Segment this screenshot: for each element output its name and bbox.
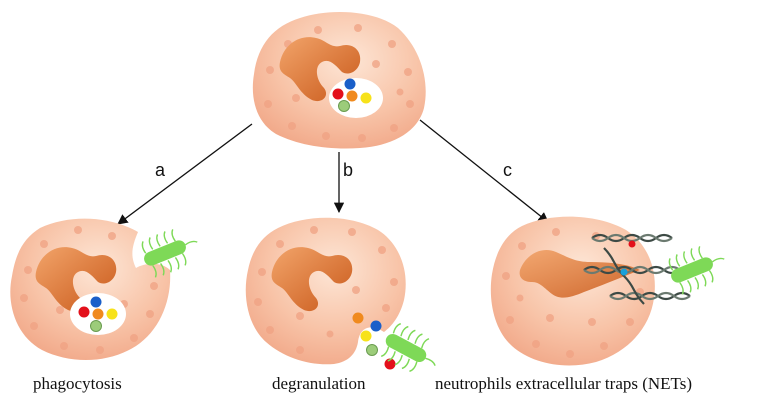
nets-cell-dots xyxy=(502,228,644,358)
nets-cell xyxy=(490,216,725,366)
phago-cell-body xyxy=(10,218,171,361)
degranulation-cell xyxy=(245,217,436,373)
degran-cell-dots xyxy=(254,226,398,354)
caption-phagocytosis: phagocytosis xyxy=(33,374,122,393)
nets-granules xyxy=(620,240,636,276)
phagocytosis-cell xyxy=(10,218,198,361)
phago-nucleus xyxy=(35,247,117,312)
degran-cell-body xyxy=(245,217,406,365)
top-cell-dots xyxy=(264,24,414,142)
degran-nucleus xyxy=(271,247,353,312)
top-neutrophil xyxy=(252,12,426,149)
caption-degranulation: degranulation xyxy=(272,374,366,393)
arrow-c xyxy=(419,119,549,223)
arrow-label-c: c xyxy=(503,160,512,180)
arrow-a xyxy=(117,123,253,225)
arrows xyxy=(117,119,549,225)
nets-bacterium xyxy=(668,246,725,295)
nets-nucleus xyxy=(519,250,640,298)
phago-granules xyxy=(78,296,118,332)
top-granules xyxy=(332,78,372,112)
phago-cell-dots xyxy=(20,226,158,354)
arrow-label-b: b xyxy=(343,160,354,180)
top-nucleus xyxy=(279,37,361,102)
degran-bacterium xyxy=(380,323,436,373)
arrow-label-a: a xyxy=(155,160,166,180)
degran-granules xyxy=(352,312,396,370)
top-cell-body xyxy=(252,12,426,149)
caption-nets: neutrophils extracellular traps (NETs) xyxy=(435,374,693,393)
phago-bacterium xyxy=(141,229,198,278)
